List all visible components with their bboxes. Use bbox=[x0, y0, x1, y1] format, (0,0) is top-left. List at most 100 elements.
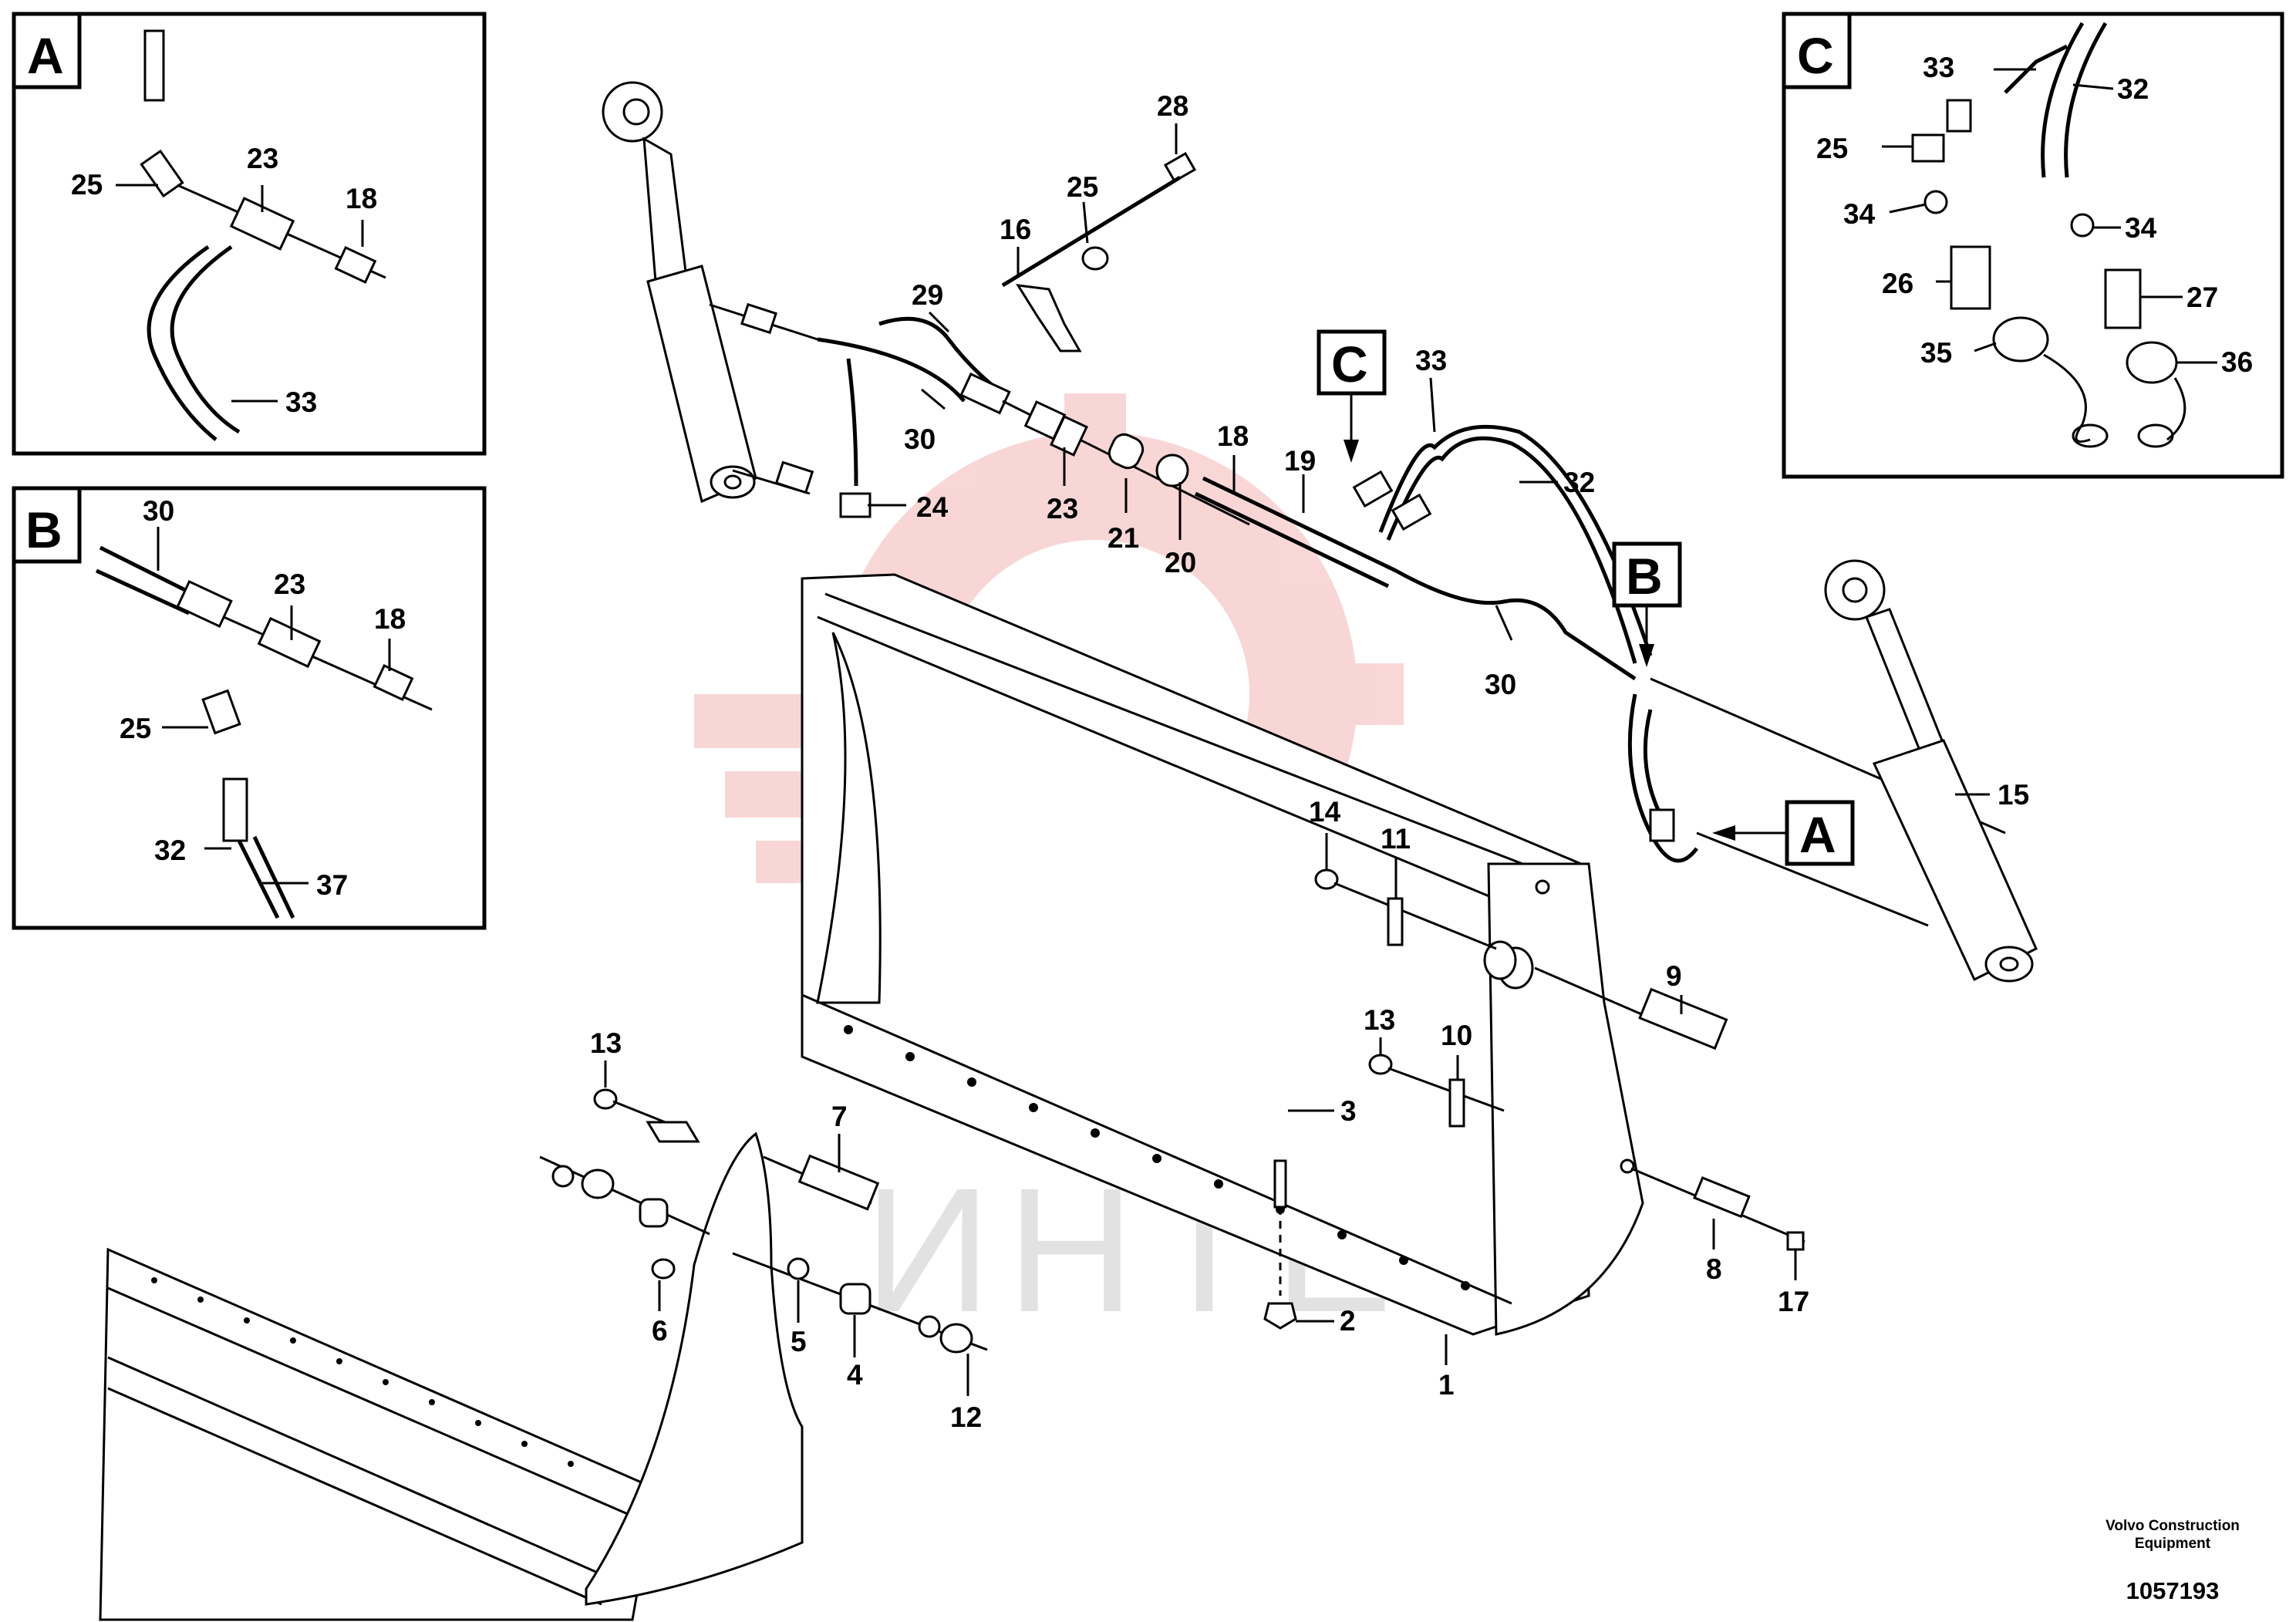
label-18: 18 bbox=[374, 603, 406, 635]
part-label-14: 14 bbox=[1309, 796, 1341, 828]
adapter-fitting bbox=[373, 663, 414, 702]
hose-fitting bbox=[176, 580, 233, 628]
cylinder-right bbox=[1824, 559, 2038, 983]
bolt-3-nut-2 bbox=[1263, 1159, 1297, 1330]
coupler-26 bbox=[1950, 245, 1991, 310]
part-label-28: 25 bbox=[1067, 171, 1098, 203]
part-label-8: 8 bbox=[1706, 1253, 1722, 1285]
elbow-25 bbox=[1911, 133, 1945, 163]
callout-a: A bbox=[1712, 800, 1855, 866]
inset-b-letter: B bbox=[25, 501, 62, 558]
tee-fitting bbox=[257, 616, 322, 669]
hose-end bbox=[143, 29, 165, 102]
part-label-16: 15 bbox=[1998, 779, 2029, 811]
label-27: 27 bbox=[2186, 282, 2218, 313]
label-32: 32 bbox=[2117, 73, 2149, 105]
drawing-number: 1057193 bbox=[2126, 1577, 2220, 1604]
bolt-13b-head bbox=[593, 1088, 618, 1110]
hose-crimp bbox=[222, 777, 248, 842]
callout-c: C bbox=[1317, 329, 1387, 463]
part-label-11: 11 bbox=[1381, 823, 1411, 855]
plate bbox=[646, 1121, 700, 1143]
inset-c: C 33 32 25 34 34 26 27 35 36 bbox=[1782, 12, 2284, 479]
bolt-29-head bbox=[1163, 152, 1197, 183]
hose-assembly-left bbox=[709, 302, 1397, 588]
adapter-fitting bbox=[334, 245, 377, 284]
spacer bbox=[639, 1198, 669, 1228]
callout-c-letter: C bbox=[1331, 336, 1368, 393]
part-label-9: 9 bbox=[1666, 960, 1682, 992]
label-34: 34 bbox=[2125, 212, 2157, 244]
part-label-3: 3 bbox=[1340, 1095, 1357, 1127]
part-label-19: 18 bbox=[1217, 420, 1249, 452]
nipple-34-left bbox=[1923, 190, 1948, 214]
dust-cap-36 bbox=[2126, 341, 2178, 384]
plate-11 bbox=[1387, 897, 1404, 946]
callout-a-letter: A bbox=[1799, 806, 1836, 863]
plate-10 bbox=[1448, 1078, 1465, 1128]
label-32: 32 bbox=[154, 835, 186, 866]
coupler-27 bbox=[2104, 268, 2142, 329]
label-37: 37 bbox=[316, 869, 348, 901]
part-label-2: 2 bbox=[1340, 1305, 1356, 1337]
elbow-25 bbox=[839, 492, 872, 518]
part-label-20: 19 bbox=[1284, 445, 1316, 477]
dust-cap-35 bbox=[1992, 316, 2049, 363]
bucket-lower-left bbox=[99, 1131, 804, 1621]
washer bbox=[551, 1165, 575, 1188]
clip-17 bbox=[1016, 284, 1082, 352]
part-label-13b: 13 bbox=[590, 1027, 622, 1059]
part-label-30b: 30 bbox=[1485, 669, 1516, 700]
inset-c-letter: C bbox=[1797, 27, 1834, 84]
spacer-4 bbox=[839, 1283, 872, 1315]
nipple-34-right bbox=[2070, 213, 2095, 238]
leader-lines bbox=[604, 123, 1990, 1396]
part-label-1: 1 bbox=[1438, 1369, 1455, 1401]
label-25: 25 bbox=[120, 713, 151, 744]
part-label-12: 12 bbox=[950, 1401, 982, 1433]
pin-9 bbox=[1534, 966, 1728, 1050]
lower-bucket-holes bbox=[151, 1277, 574, 1467]
callout-b: B bbox=[1612, 541, 1682, 667]
label-33: 33 bbox=[1923, 52, 1954, 83]
part-label-10: 10 bbox=[1441, 1020, 1472, 1051]
tee-fitting bbox=[229, 197, 295, 251]
cylinder-left bbox=[602, 81, 757, 504]
label-36: 36 bbox=[2221, 346, 2253, 378]
washer-28 bbox=[1081, 246, 1109, 271]
inset-b: B 30 23 18 25 32 37 bbox=[12, 486, 487, 930]
elbow-fitting bbox=[201, 689, 241, 735]
hardware-lower-left bbox=[539, 1088, 988, 1354]
label-26: 26 bbox=[1882, 268, 1913, 299]
part-label-24: 23 bbox=[1047, 493, 1078, 524]
hose-end-33 bbox=[1946, 99, 1972, 133]
clamp-22 bbox=[1108, 433, 1145, 470]
part-label-6: 6 bbox=[652, 1315, 668, 1347]
part-label-33: 33 bbox=[1415, 345, 1447, 376]
bolt-13-and-plate-10 bbox=[1368, 1054, 1505, 1128]
label-34: 34 bbox=[1843, 198, 1876, 230]
washer-5 bbox=[787, 1257, 810, 1280]
label-33: 33 bbox=[285, 386, 317, 418]
bucket-1 bbox=[801, 573, 1644, 1336]
brand-caption: Volvo Construction Equipment bbox=[2106, 1518, 2240, 1552]
inset-a-letter: A bbox=[27, 27, 64, 84]
hose-assembly-right bbox=[1352, 424, 2006, 927]
adapter-18 bbox=[1649, 808, 1675, 842]
label-30: 30 bbox=[143, 495, 174, 527]
part-label-22: 21 bbox=[1108, 522, 1139, 554]
label-23: 23 bbox=[247, 143, 278, 174]
quick-coupler bbox=[1352, 470, 1394, 508]
part-label-7: 7 bbox=[831, 1101, 848, 1132]
label-18: 18 bbox=[346, 183, 377, 214]
mounting-hardware-top bbox=[1001, 152, 1197, 352]
part-labels: 28 25 16 29 30 24 23 21 20 18 19 33 32 3… bbox=[590, 90, 2029, 1433]
nipple-24 bbox=[1050, 415, 1088, 457]
inset-a: A 25 23 18 33 bbox=[12, 12, 487, 456]
part-label-30: 29 bbox=[912, 279, 943, 311]
part-label-29: 28 bbox=[1157, 90, 1188, 122]
label-25: 25 bbox=[1816, 133, 1848, 164]
part-label-32: 32 bbox=[1563, 467, 1595, 498]
part-label-4: 4 bbox=[847, 1359, 863, 1391]
